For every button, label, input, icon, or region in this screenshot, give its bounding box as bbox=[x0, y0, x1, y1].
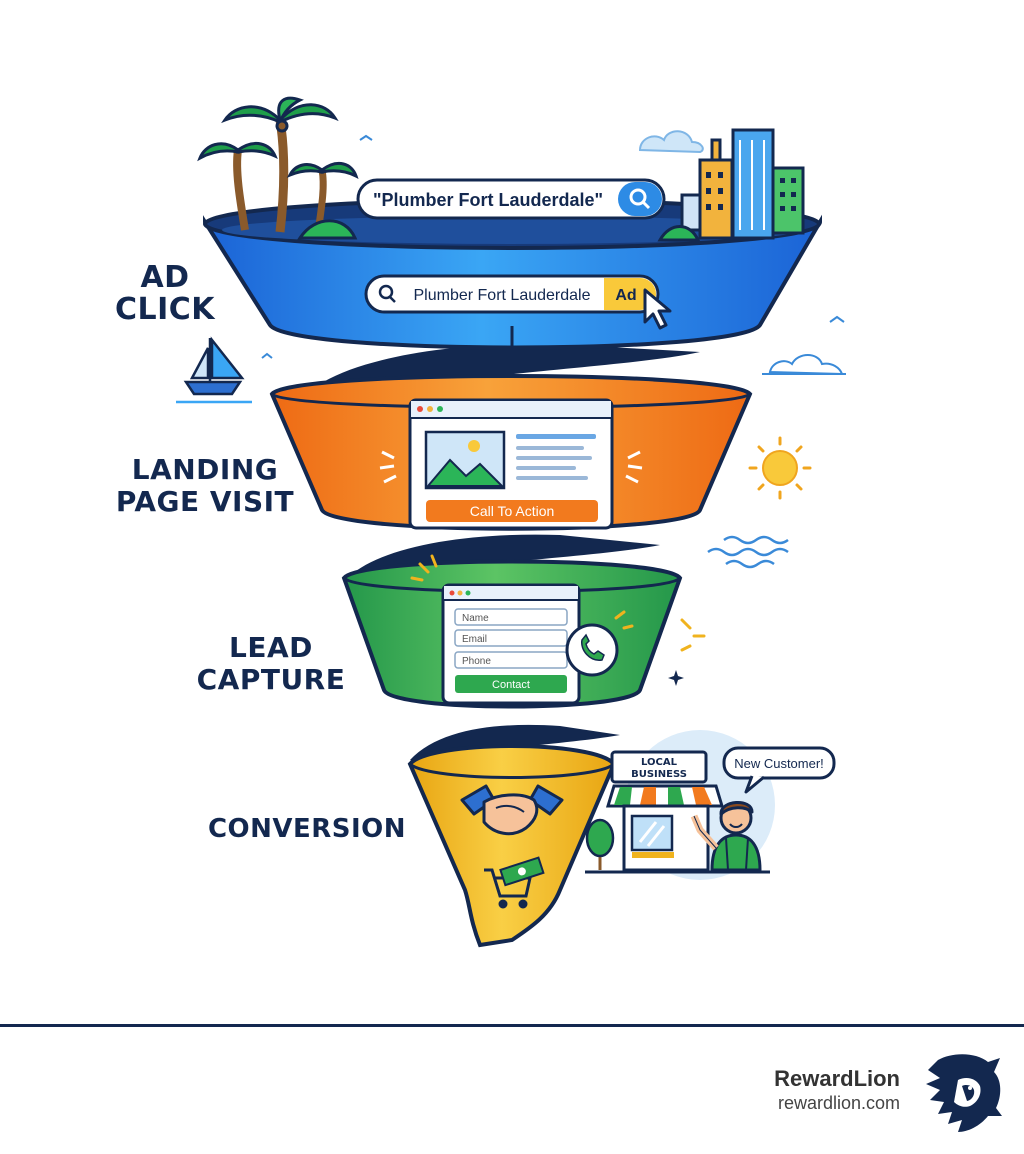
contact-button[interactable]: Contact bbox=[455, 675, 567, 693]
stage-label-line: CLICK bbox=[114, 292, 216, 327]
phone-icon[interactable] bbox=[565, 623, 619, 677]
speech-bubble: New Customer! bbox=[722, 746, 836, 794]
bird-icon bbox=[359, 134, 373, 141]
brand-name: RewardLion bbox=[774, 1066, 900, 1091]
form-field-name[interactable]: Name bbox=[454, 608, 568, 626]
form-field-email[interactable]: Email bbox=[454, 629, 568, 647]
search-bar[interactable]: "Plumber Fort Lauderdale" bbox=[356, 178, 666, 220]
stage-label-line: CAPTURE bbox=[196, 663, 346, 696]
field-label: Name bbox=[462, 613, 489, 624]
handshake-icon bbox=[460, 784, 564, 836]
footer-divider bbox=[0, 1024, 1024, 1027]
ad-result[interactable]: Plumber Fort Lauderdale Ad bbox=[364, 274, 660, 314]
cloud-icon bbox=[638, 130, 704, 154]
palm-tree-icon bbox=[197, 96, 359, 240]
ad-badge: Ad bbox=[615, 287, 636, 304]
cta-label: Call To Action bbox=[470, 503, 555, 519]
stage-label-line: AD bbox=[140, 260, 190, 295]
funnel-diagram: "Plumber Fort Lauderdale" Plumber Fort L… bbox=[176, 96, 846, 948]
store-sign-line2: BUSINESS bbox=[631, 769, 687, 780]
brand-block: RewardLion rewardlion.com bbox=[774, 1066, 900, 1114]
landing-page-window: Call To Action bbox=[408, 398, 614, 530]
cursor-icon bbox=[643, 288, 672, 330]
funnel-stage-conversion bbox=[407, 744, 617, 948]
cloud-icon bbox=[762, 354, 846, 376]
image-placeholder-icon bbox=[424, 430, 506, 490]
stage-label-conversion: CONVERSION bbox=[196, 813, 418, 845]
sparkle-icon bbox=[410, 554, 634, 630]
lion-logo-icon bbox=[926, 1054, 1002, 1132]
shopping-cart-icon bbox=[484, 856, 545, 909]
store-sign-line1: LOCAL bbox=[641, 757, 678, 768]
bird-icon bbox=[829, 315, 845, 323]
field-label: Phone bbox=[462, 656, 491, 667]
stage-label-line: LEAD bbox=[229, 631, 313, 664]
sailboat-icon bbox=[176, 336, 273, 404]
field-label: Email bbox=[462, 634, 487, 645]
stage-label-line: CONVERSION bbox=[207, 814, 407, 844]
contact-label: Contact bbox=[492, 679, 530, 691]
sparkle-icon bbox=[680, 618, 706, 652]
stage-label-line: LANDING bbox=[131, 453, 279, 486]
search-icon bbox=[629, 188, 651, 210]
stage-label-lead: LEAD CAPTURE bbox=[188, 632, 354, 696]
search-query-text: "Plumber Fort Lauderdale" bbox=[373, 190, 603, 210]
lead-form-window: Name Email Phone Contact bbox=[441, 583, 581, 705]
stage-label-ad-click: AD CLICK bbox=[100, 262, 230, 326]
brand-url: rewardlion.com bbox=[777, 1093, 900, 1113]
stage-label-landing: LANDING PAGE VISIT bbox=[112, 454, 298, 518]
search-icon bbox=[378, 284, 396, 303]
speech-text: New Customer! bbox=[734, 756, 824, 771]
waves-icon bbox=[707, 535, 789, 569]
call-to-action-button[interactable]: Call To Action bbox=[426, 500, 598, 522]
person-icon bbox=[690, 801, 762, 872]
form-field-phone[interactable]: Phone bbox=[454, 651, 568, 669]
star-icon bbox=[668, 670, 684, 686]
sparkle-icon bbox=[379, 450, 643, 484]
city-skyline-icon bbox=[657, 128, 805, 242]
sun-icon bbox=[748, 436, 812, 500]
stage-label-line: PAGE VISIT bbox=[115, 485, 295, 518]
ad-result-text: Plumber Fort Lauderdale bbox=[414, 287, 591, 304]
